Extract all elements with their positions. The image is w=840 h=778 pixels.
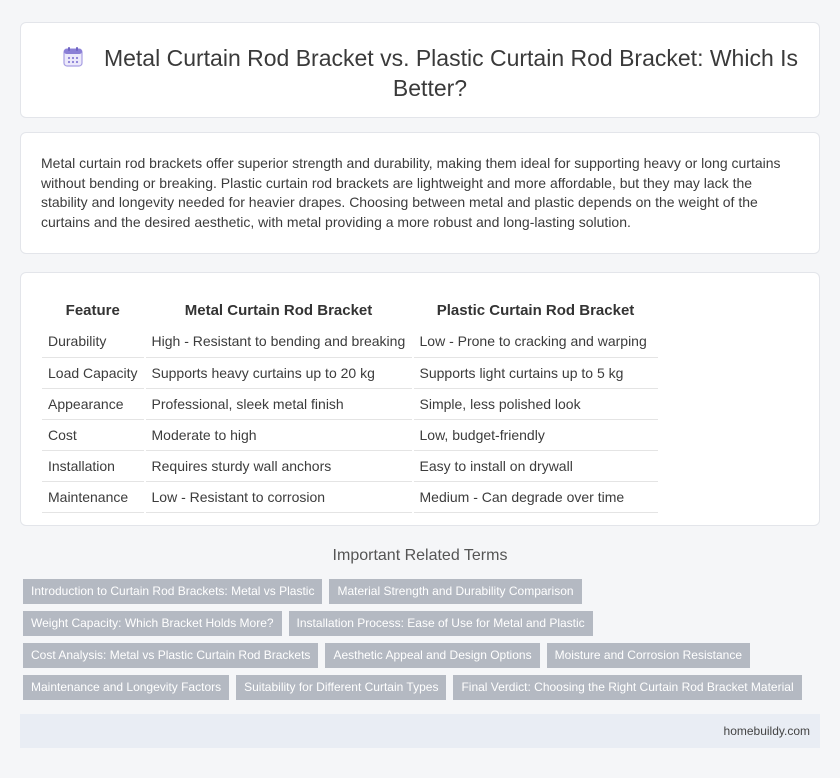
page-title-wrap: Metal Curtain Rod Bracket vs. Plastic Cu… — [61, 43, 799, 103]
table-row: Appearance Professional, sleek metal fin… — [42, 388, 658, 420]
table-row: Installation Requires sturdy wall anchor… — [42, 450, 658, 482]
related-term-tag[interactable]: Material Strength and Durability Compari… — [329, 579, 582, 604]
table-cell-plastic: Low, budget-friendly — [413, 419, 658, 451]
table-header-row: Feature Metal Curtain Rod Bracket Plasti… — [42, 295, 658, 326]
related-term-tag[interactable]: Installation Process: Ease of Use for Me… — [288, 611, 593, 636]
tag-row: Weight Capacity: Which Bracket Holds Mor… — [23, 611, 813, 636]
table-cell-metal: Moderate to high — [145, 419, 412, 451]
table-cell-feature: Maintenance — [42, 481, 144, 513]
calendar-icon — [63, 47, 83, 67]
related-term-tag[interactable]: Moisture and Corrosion Resistance — [546, 643, 750, 668]
related-term-tag[interactable]: Maintenance and Longevity Factors — [23, 675, 230, 700]
table-cell-metal: Professional, sleek metal finish — [145, 388, 412, 420]
table-row: Load Capacity Supports heavy curtains up… — [42, 357, 658, 389]
table-row: Durability High - Resistant to bending a… — [42, 326, 658, 358]
intro-paragraph: Metal curtain rod brackets offer superio… — [41, 155, 781, 230]
comparison-table: Feature Metal Curtain Rod Bracket Plasti… — [42, 295, 658, 513]
table-cell-plastic: Medium - Can degrade over time — [413, 481, 658, 513]
table-cell-plastic: Supports light curtains up to 5 kg — [413, 357, 658, 389]
table-cell-feature: Durability — [42, 326, 144, 358]
column-header-plastic: Plastic Curtain Rod Bracket — [436, 302, 635, 319]
table-cell-metal: Low - Resistant to corrosion — [145, 481, 412, 513]
related-term-tag[interactable]: Weight Capacity: Which Bracket Holds Mor… — [23, 611, 282, 636]
related-term-tag[interactable]: Aesthetic Appeal and Design Options — [325, 643, 540, 668]
tag-row: Cost Analysis: Metal vs Plastic Curtain … — [23, 643, 813, 668]
intro-card: Metal curtain rod brackets offer superio… — [20, 132, 820, 254]
title-card: Metal Curtain Rod Bracket vs. Plastic Cu… — [20, 22, 820, 118]
comparison-card: Feature Metal Curtain Rod Bracket Plasti… — [20, 272, 820, 526]
footer-site-link[interactable]: homebuildy.com — [723, 724, 810, 738]
related-terms-list: Introduction to Curtain Rod Brackets: Me… — [23, 579, 813, 707]
tag-row: Maintenance and Longevity Factors Suitab… — [23, 675, 813, 700]
related-term-tag[interactable]: Introduction to Curtain Rod Brackets: Me… — [23, 579, 323, 604]
table-cell-feature: Appearance — [42, 388, 144, 420]
column-header-feature: Feature — [65, 302, 120, 319]
table-cell-metal: Requires sturdy wall anchors — [145, 450, 412, 482]
table-cell-feature: Cost — [42, 419, 144, 451]
table-row: Maintenance Low - Resistant to corrosion… — [42, 481, 658, 513]
table-row: Cost Moderate to high Low, budget-friend… — [42, 419, 658, 451]
table-cell-plastic: Simple, less polished look — [413, 388, 658, 420]
column-header-metal: Metal Curtain Rod Bracket — [184, 302, 373, 319]
footer: homebuildy.com — [20, 714, 820, 748]
table-cell-plastic: Low - Prone to cracking and warping — [413, 326, 658, 358]
related-term-tag[interactable]: Cost Analysis: Metal vs Plastic Curtain … — [23, 643, 319, 668]
table-cell-plastic: Easy to install on drywall — [413, 450, 658, 482]
related-term-tag[interactable]: Suitability for Different Curtain Types — [236, 675, 447, 700]
page-title: Metal Curtain Rod Bracket vs. Plastic Cu… — [103, 45, 799, 101]
related-terms-title: Important Related Terms — [332, 547, 508, 564]
related-term-tag[interactable]: Final Verdict: Choosing the Right Curtai… — [453, 675, 802, 700]
table-cell-metal: High - Resistant to bending and breaking — [145, 326, 412, 358]
table-cell-metal: Supports heavy curtains up to 20 kg — [145, 357, 412, 389]
tag-row: Introduction to Curtain Rod Brackets: Me… — [23, 579, 813, 604]
table-cell-feature: Load Capacity — [42, 357, 144, 389]
table-cell-feature: Installation — [42, 450, 144, 482]
